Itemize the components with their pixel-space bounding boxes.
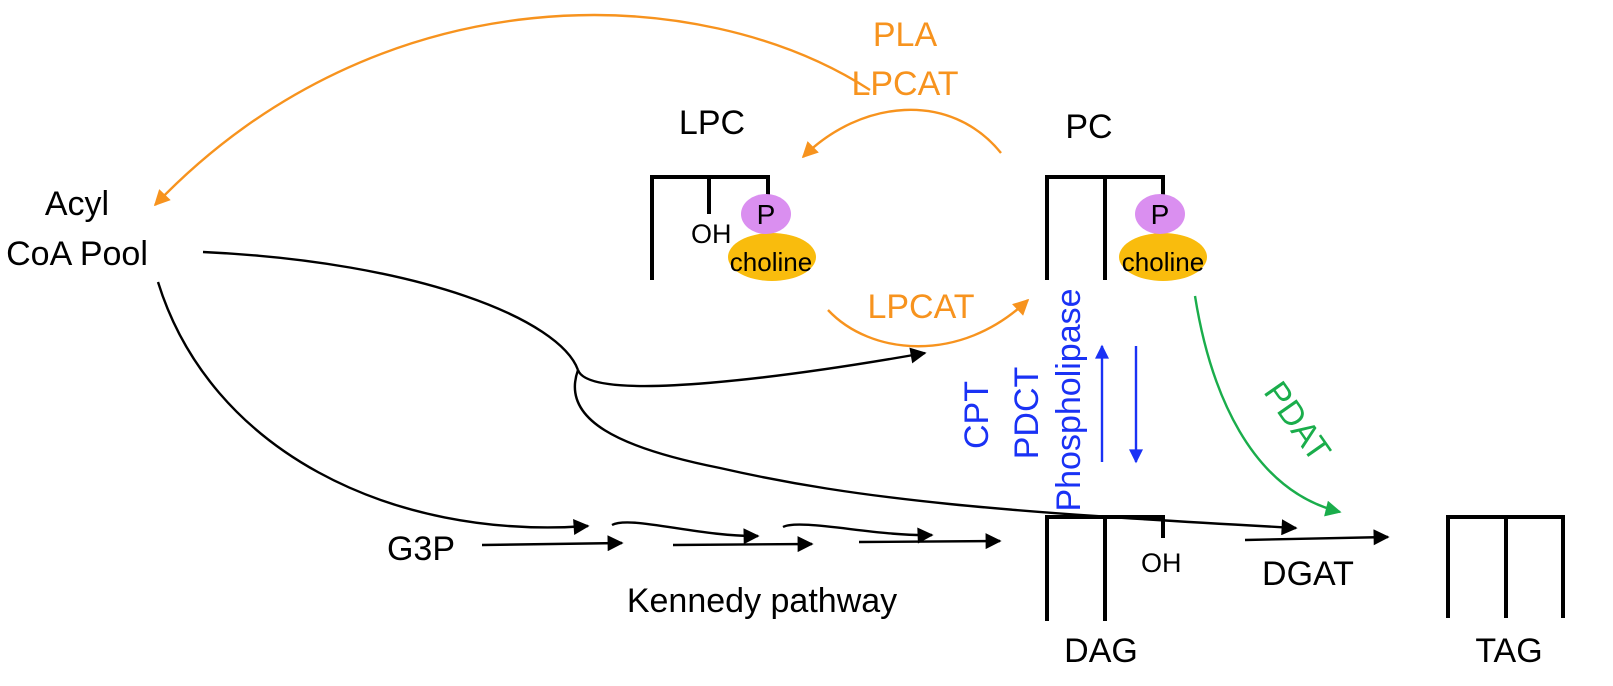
pc-phosphate-label: P [1151,199,1170,230]
dgat-label: DGAT [1262,555,1354,593]
lpc-choline-label: choline [730,247,812,277]
lpc-phosphate-label: P [757,199,776,230]
tag-label: TAG [1475,632,1542,670]
dag-hydroxyl-label: OH [1141,548,1182,578]
lpc-hydroxyl-label: OH [691,219,732,249]
pla-lpcat-to-acyl-pool-arrow [153,13,871,207]
pc-choline-label: choline [1122,247,1204,277]
acyl-pool-branch-curve [202,250,580,371]
pdat-arrow [1193,295,1342,517]
pc-to-lpc-arrow [801,108,1002,159]
acyl-to-dgat-arrow [573,369,1298,536]
tag-molecule [1446,515,1565,618]
lpcat-top-label: LPCAT [851,65,958,103]
acyl-pool-label-line1: Acyl [45,185,109,223]
dag-molecule: OH [1045,515,1182,621]
pla-label: PLA [873,16,938,54]
acyl-to-lpcat-arrow [576,347,927,388]
pc-choline-shape [1119,233,1207,281]
lpc-label: LPC [679,104,745,142]
pc-molecule: P choline [1045,175,1207,281]
kennedy-pathway-label: Kennedy pathway [627,582,897,620]
pdat-label: PDAT [1256,375,1338,469]
cpt-label: CPT [958,381,996,449]
lpc-to-pc-arrow [827,298,1030,348]
lpc-phosphate-shape [741,194,791,234]
acyl-pool-label-line2: CoA Pool [6,235,148,273]
phospholipase-label: Phospholipase [1050,288,1088,511]
g3p-label: G3P [387,530,455,568]
dgat-arrow [1244,529,1390,546]
kennedy-pathway-arrows [481,521,1002,553]
pc-label: PC [1065,108,1112,146]
dag-label: DAG [1064,632,1138,670]
pdct-label: PDCT [1008,367,1046,460]
lpc-choline-shape [728,233,816,281]
pc-phosphate-shape [1135,194,1185,234]
lpcat-mid-label: LPCAT [867,288,974,326]
lpc-molecule: P choline OH [650,175,816,281]
acyl-to-kennedy-arrow [156,281,590,535]
